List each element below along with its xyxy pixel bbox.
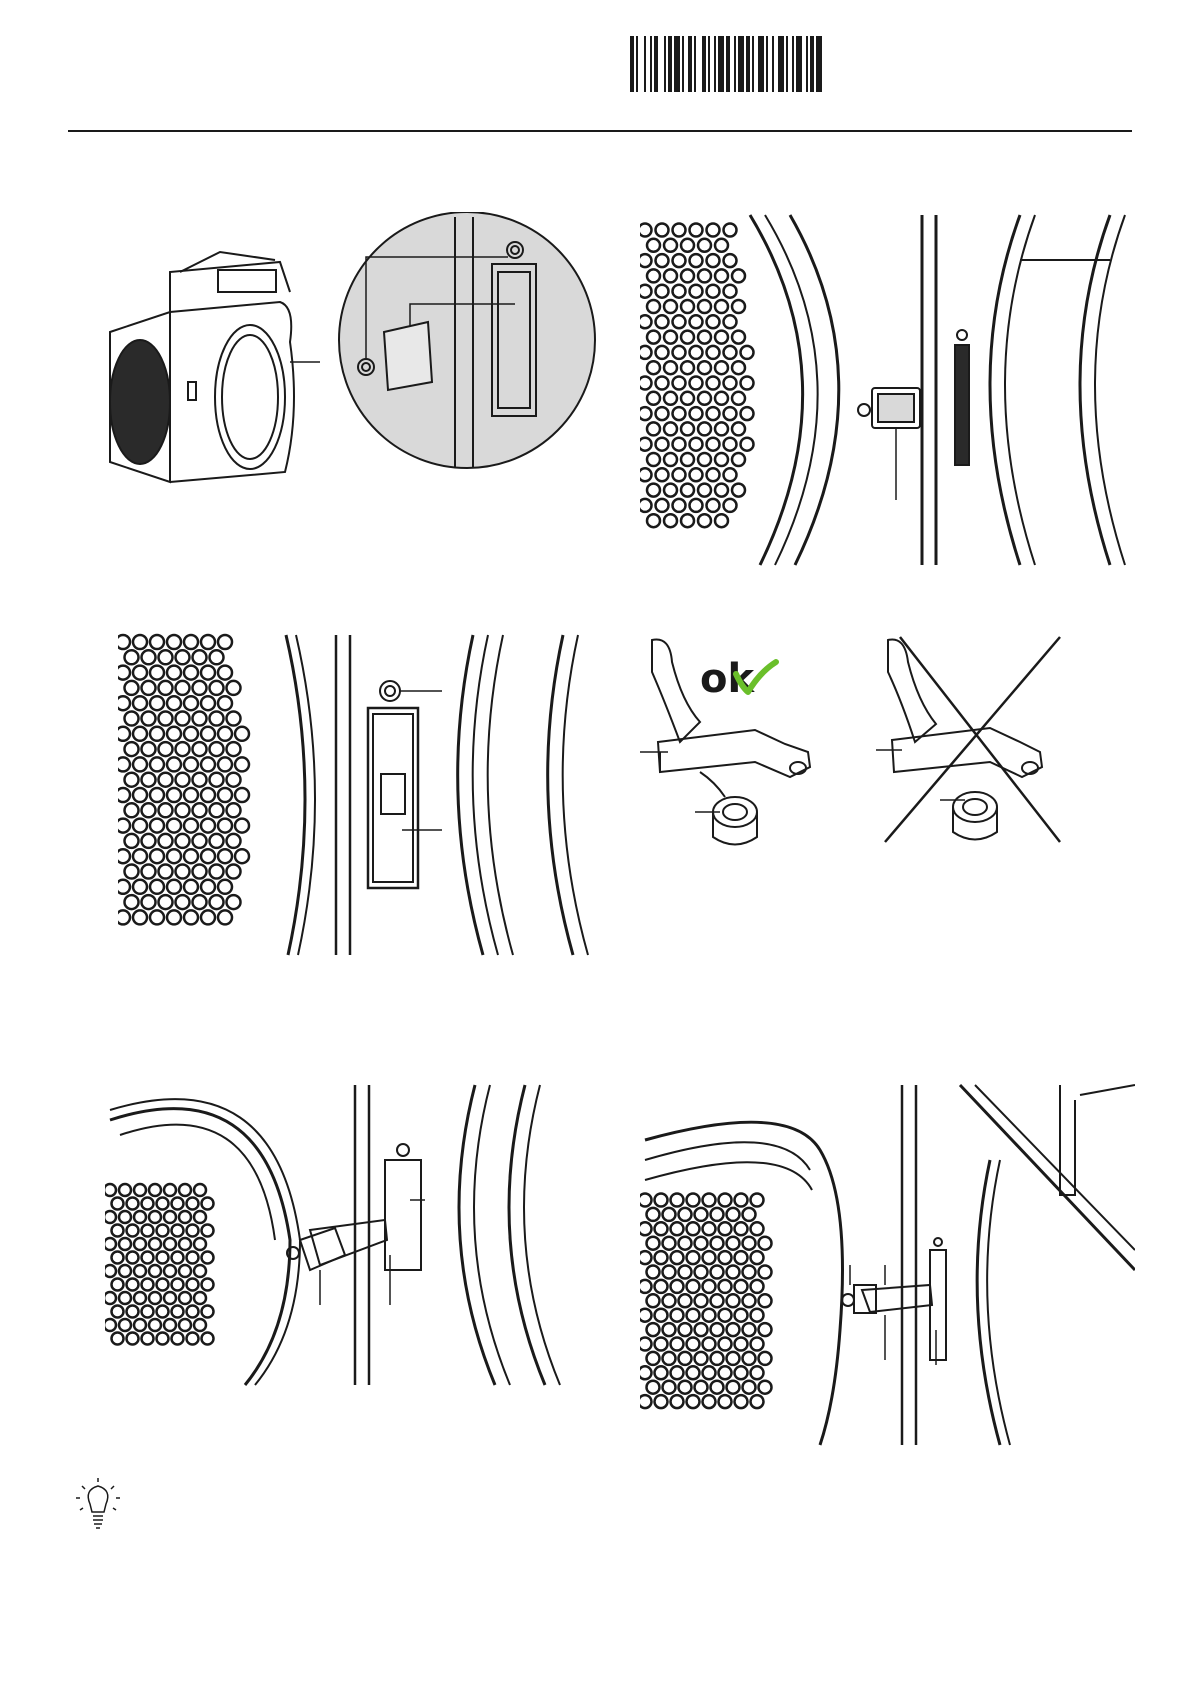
dryer-drum bbox=[110, 340, 170, 464]
header-rule bbox=[68, 130, 1132, 132]
ok-label: ok bbox=[700, 656, 755, 702]
cross-icon bbox=[885, 637, 1060, 842]
figure-hinge-holes bbox=[118, 630, 590, 960]
figure-dryer-overview bbox=[100, 212, 600, 512]
hinge-screw bbox=[380, 681, 400, 701]
figure-magnet-position bbox=[640, 210, 1135, 570]
barcode-icon bbox=[630, 36, 892, 92]
figure-correct-incorrect: ok bbox=[640, 632, 1080, 862]
hinge-plate bbox=[368, 708, 418, 888]
figure-hinge-install bbox=[105, 1080, 605, 1390]
lightbulb-tip-icon bbox=[74, 1478, 122, 1532]
magnet-plate bbox=[384, 322, 432, 390]
detail-circle bbox=[339, 212, 595, 468]
figure-hinge-installed bbox=[640, 1080, 1135, 1450]
hinge-incorrect bbox=[876, 639, 1042, 839]
